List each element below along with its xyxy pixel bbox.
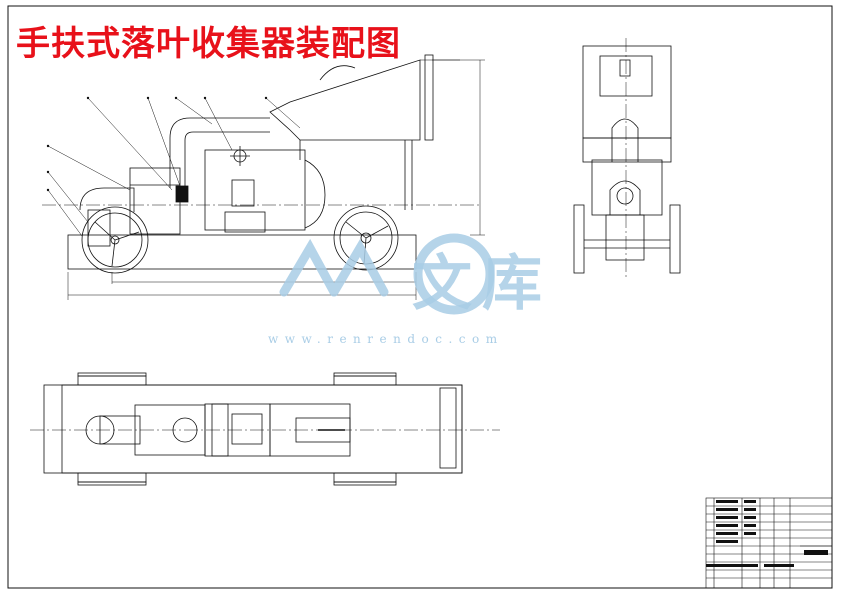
bag-frame	[424, 54, 434, 141]
top-base	[43, 384, 463, 474]
outer-frame	[7, 5, 833, 589]
engine-cover	[304, 159, 326, 229]
watermark-url: www.renrendoc.com	[268, 332, 504, 346]
coupling	[175, 185, 189, 203]
side-left-wheel	[573, 204, 585, 274]
side-engine	[591, 159, 663, 216]
front-view	[42, 54, 485, 300]
blower-inlet-duct	[79, 187, 135, 212]
collector-hood	[269, 59, 421, 141]
dimension-lines	[67, 59, 485, 300]
front-left-wheel-hub	[110, 235, 120, 245]
top-wheels	[77, 372, 397, 486]
engine-body	[204, 149, 306, 231]
side-view	[573, 38, 681, 280]
engine-cylinder	[231, 179, 255, 207]
side-blower	[605, 214, 645, 261]
side-pipe	[611, 118, 639, 162]
side-hood-latch	[619, 59, 631, 77]
hood-handle	[319, 65, 356, 81]
front-left-wheel-rim	[87, 212, 143, 268]
suction-pipe	[169, 117, 270, 188]
part-leaders	[47, 97, 301, 237]
fan-box	[129, 167, 181, 235]
title-block	[705, 497, 833, 589]
front-left-wheel	[81, 206, 149, 274]
blower-housing	[87, 209, 111, 247]
engine-base	[224, 211, 266, 233]
side-fan-outlet	[609, 180, 641, 215]
top-view	[30, 372, 500, 486]
side-right-wheel	[669, 204, 681, 274]
top-handle	[439, 387, 457, 469]
drawing-title: 手扶式落叶收集器装配图	[16, 24, 401, 64]
